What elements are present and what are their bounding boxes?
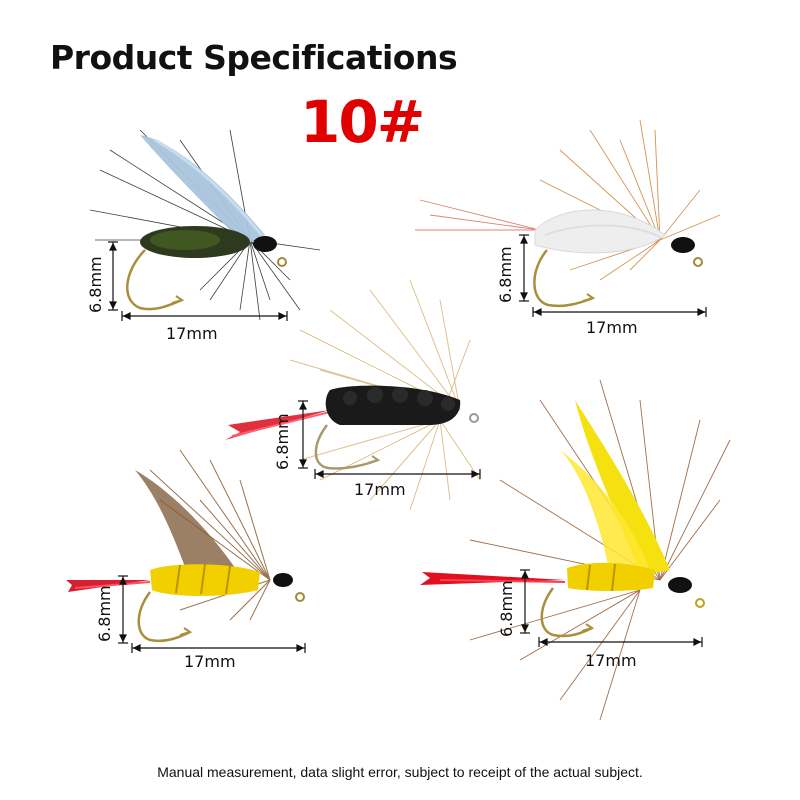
- fly-1-length-label: 17mm: [166, 324, 218, 343]
- fly-4-length-label: 17mm: [184, 652, 236, 671]
- page-title: Product Specifications: [50, 38, 458, 77]
- fly-3-length-label: 17mm: [354, 480, 406, 499]
- fly-2-length-label: 17mm: [586, 318, 638, 337]
- fly-5-height-label: 6.8mm: [497, 580, 516, 637]
- measurement-disclaimer: Manual measurement, data slight error, s…: [157, 764, 643, 780]
- hook-size-label: 10#: [300, 88, 425, 156]
- fly-5-length-label: 17mm: [585, 651, 637, 670]
